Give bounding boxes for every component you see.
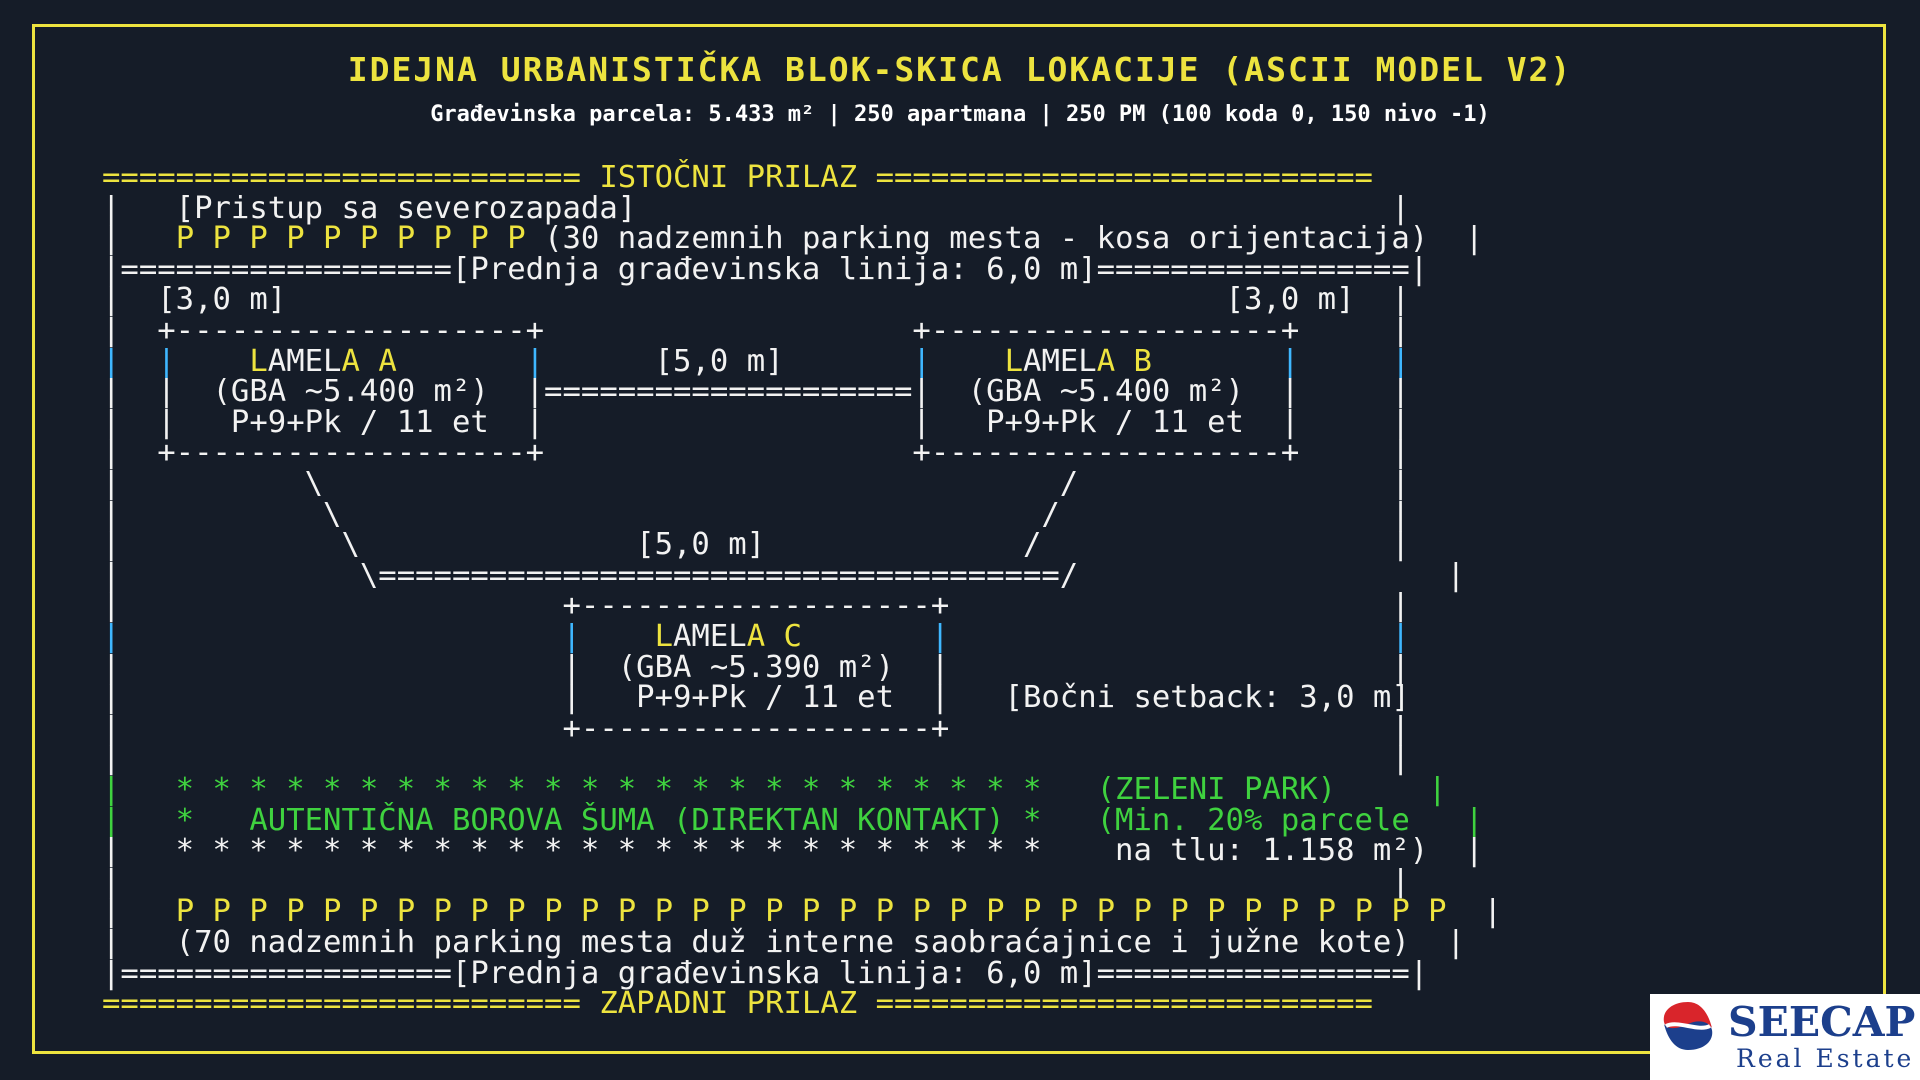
logo-subtitle: Real Estate <box>1736 1044 1915 1073</box>
diagram-line-segment: | (70 nadzemnih parking mesta duž intern… <box>102 925 1466 960</box>
diagram-subtitle: Građevinska parcela: 5.433 m² | 250 apar… <box>430 102 1490 127</box>
diagram-line-segment: AMEL <box>673 619 747 654</box>
diagram-line: | * * * * * * * * * * * * * * * * * * * … <box>102 833 1484 869</box>
diagram-line-segment: | | (GBA ~5.390 m²) | | <box>102 649 1410 685</box>
diagram-line-segment: ========================== ISTOČNI PRILA… <box>102 160 1373 195</box>
diagram-line-segment: | <box>1280 343 1300 379</box>
diagram-line-segment: L <box>1004 343 1024 379</box>
diagram-line-segment: | | (GBA ~5.400 m²) |===================… <box>102 374 1410 410</box>
diagram-line-segment: | <box>562 619 581 654</box>
diagram-line-segment: | | P+9+Pk / 11 et | | P+9+Pk / 11 et | … <box>102 404 1410 440</box>
diagram-line-segment: L <box>249 343 268 379</box>
diagram-line-segment: | <box>1446 894 1502 930</box>
diagram-line-segment: AMEL <box>1023 343 1097 379</box>
diagram-line: | | LAMELA A | [5,0 m] | LAMELA B | | <box>102 343 1410 379</box>
diagram-line-segment: | <box>102 221 176 257</box>
diagram-line: | \ / | <box>102 466 1410 501</box>
diagram-line-segment: | <box>930 619 950 654</box>
diagram-line: | [Pristup sa severozapada] | <box>102 190 1410 226</box>
diagram-line-segment: |==================[Prednja građevinska … <box>102 251 1429 287</box>
diagram-line: | \=====================================… <box>102 557 1466 593</box>
diagram-line: ========================== ZAPADNI PRILA… <box>102 986 1373 1022</box>
diagram-line-segment: |==================[Prednja građevinska … <box>102 955 1429 991</box>
diagram-line: | P P P P P P P P P P (30 nadzemnih park… <box>102 221 1484 257</box>
diagram-line: | | <box>102 741 1410 777</box>
diagram-line-segment: | +-------------------+ | <box>102 710 1410 746</box>
diagram-line-segment: | [3,0 m] [3,0 m] | <box>102 282 1410 318</box>
diagram-line-segment: A C <box>746 619 802 654</box>
diagram-line: | (70 nadzemnih parking mesta duž intern… <box>102 925 1466 960</box>
diagram-line-segment: | \=====================================… <box>102 557 1466 593</box>
logo-name: SEECAP <box>1728 998 1916 1046</box>
diagram-line: | [3,0 m] [3,0 m] | <box>102 282 1410 318</box>
diagram-line: | * AUTENTIČNA BOROVA ŠUMA (DIREKTAN KON… <box>102 802 1484 838</box>
diagram-line-segment: | +-------------------+ +---------------… <box>102 313 1410 348</box>
diagram-line: ========================== ISTOČNI PRILA… <box>102 160 1373 195</box>
diagram-line: |==================[Prednja građevinska … <box>102 955 1429 991</box>
diagram-line-segment: | * * * * * * * * * * * * * * * * * * * … <box>102 772 1447 807</box>
diagram-line: | \ [5,0 m] / | <box>102 527 1410 563</box>
diagram-line-segment: [5,0 m] <box>544 343 913 379</box>
seecap-logo: SEECAP Real Estate <box>1650 994 1920 1080</box>
diagram-line-segment: | <box>102 619 121 654</box>
diagram-line-segment: | +-------------------+ | <box>102 588 1410 624</box>
diagram-line-segment: | <box>525 343 545 379</box>
diagram-line-segment: | +-------------------+ +---------------… <box>102 435 1410 471</box>
diagram-title: IDEJNA URBANISTIČKA BLOK-SKICA LOKACIJE … <box>347 50 1573 89</box>
diagram-line-segment: | * AUTENTIČNA BOROVA ŠUMA (DIREKTAN KON… <box>102 802 1484 838</box>
diagram-line: | | (GBA ~5.390 m²) | | <box>102 649 1410 685</box>
diagram-line: | +-------------------+ | <box>102 588 1410 624</box>
diagram-line-segment: | \ / | <box>102 466 1410 501</box>
diagram-line: | | P+9+Pk / 11 et | [Bočni setback: 3,0… <box>102 680 1410 716</box>
diagram-line-segment: AMEL <box>267 343 342 379</box>
diagram-line: | +-------------------+ | <box>102 710 1410 746</box>
diagram-line-segment: (30 nadzemnih parking mesta - kosa orije… <box>525 221 1484 257</box>
diagram-line: |==================[Prednja građevinska … <box>102 251 1429 287</box>
diagram-line-segment: | <box>1391 343 1410 379</box>
diagram-line: | | P+9+Pk / 11 et | | P+9+Pk / 11 et | … <box>102 404 1410 440</box>
diagram-line-segment: ========================== ZAPADNI PRILA… <box>102 986 1373 1022</box>
diagram-line-segment: | <box>102 894 176 930</box>
diagram-line: | +-------------------+ +---------------… <box>102 313 1410 348</box>
diagram-line-segment: | | <box>102 863 1410 899</box>
diagram-line-segment: | <box>912 343 931 379</box>
diagram-line-segment: | * * * * * * * * * * * * * * * * * * * … <box>102 833 1484 869</box>
diagram-line-segment: P P P P P P P P P P P P P P P P P P P P … <box>175 894 1447 930</box>
diagram-line: | | <box>102 863 1410 899</box>
diagram-line-segment: | <box>1391 619 1410 654</box>
diagram-line: | \ / | <box>102 496 1410 532</box>
diagram-line: | | LAMELA C | | <box>102 619 1410 654</box>
diagram-line-segment: | [Pristup sa severozapada] | <box>102 190 1410 226</box>
diagram-line: | | (GBA ~5.400 m²) |===================… <box>102 374 1410 410</box>
diagram-line-segment: | \ / | <box>102 496 1410 532</box>
diagram-line-segment: | <box>157 343 176 379</box>
diagram-line-segment: | | <box>102 741 1410 777</box>
diagram-line: | +-------------------+ +---------------… <box>102 435 1410 471</box>
diagram-line-segment: | | P+9+Pk / 11 et | [Bočni setback: 3,0… <box>102 680 1410 716</box>
diagram-line: | P P P P P P P P P P P P P P P P P P P … <box>102 894 1502 930</box>
diagram-frame <box>32 24 1886 1054</box>
diagram-line: | * * * * * * * * * * * * * * * * * * * … <box>102 772 1447 807</box>
diagram-line-segment: | <box>102 343 121 379</box>
diagram-line-segment: | \ [5,0 m] / | <box>102 527 1410 563</box>
diagram-line-segment: L <box>654 619 674 654</box>
diagram-line-segment: A B <box>1096 343 1152 379</box>
diagram-line-segment: A A <box>341 343 397 379</box>
diagram-line-segment: P P P P P P P P P P <box>175 221 526 257</box>
seecap-logo-mark-icon <box>1663 1002 1713 1050</box>
